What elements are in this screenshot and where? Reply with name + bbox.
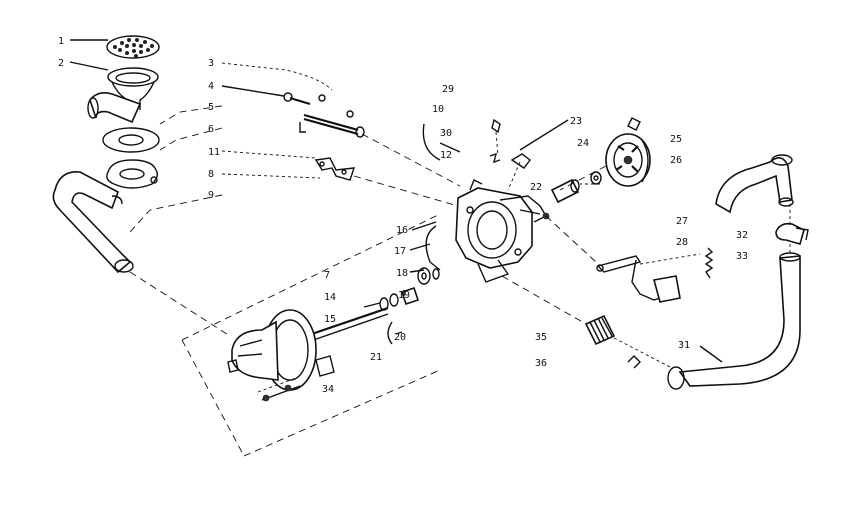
part-15-rod — [299, 306, 389, 345]
part-1-screen — [106, 35, 160, 59]
part-27-linkage-arm — [596, 255, 681, 303]
part-33-clamp — [775, 222, 809, 245]
label-28: 28 — [676, 237, 688, 248]
part-31-long-hose — [667, 252, 801, 390]
part-6-flange — [106, 159, 159, 189]
label-10: 10 — [432, 104, 444, 115]
label-32: 32 — [736, 230, 748, 241]
label-4: 4 — [208, 81, 214, 92]
label-1: 1 — [58, 36, 64, 47]
label-12: 12 — [440, 150, 452, 161]
label-6: 6 — [208, 124, 214, 135]
part-24-washer — [590, 171, 602, 185]
label-34: 34 — [322, 384, 334, 395]
label-20: 20 — [394, 332, 406, 343]
label-2: 2 — [58, 58, 64, 69]
label-3: 3 — [208, 58, 214, 69]
label-30: 30 — [440, 128, 452, 139]
label-21: 21 — [370, 352, 382, 363]
elbow-tube — [87, 92, 142, 124]
carburetor-body — [455, 179, 550, 283]
label-8: 8 — [208, 169, 214, 180]
part-29-pin — [491, 118, 501, 134]
label-19: 19 — [398, 290, 410, 301]
label-27: 27 — [676, 216, 688, 227]
label-16: 16 — [396, 225, 408, 236]
label-26: 26 — [670, 155, 682, 166]
part-9-curved-hose — [52, 171, 134, 274]
part-5-gasket — [102, 127, 160, 153]
label-17: 17 — [394, 246, 406, 257]
part-32-bent-hose — [715, 154, 794, 214]
label-25: 25 — [670, 134, 682, 145]
part-23-cap — [510, 153, 531, 169]
label-7: 7 — [324, 270, 330, 281]
label-24: 24 — [577, 138, 589, 149]
part-28-spring — [704, 247, 714, 279]
part-21-clip — [387, 321, 393, 345]
part-12-spring — [489, 152, 501, 164]
part-26-coupling — [605, 133, 651, 187]
part-22-cylinder — [550, 178, 580, 204]
label-15: 15 — [324, 314, 336, 325]
label-5: 5 — [208, 102, 214, 113]
label-18: 18 — [396, 268, 408, 279]
leader-lines — [69, 39, 791, 369]
part-3-4-shaft — [283, 92, 365, 138]
label-23: 23 — [570, 116, 582, 127]
label-31: 31 — [678, 340, 690, 351]
part-36-clip — [627, 355, 641, 369]
label-36: 36 — [535, 358, 547, 369]
part-25-screw — [627, 117, 641, 131]
part-19-nut — [400, 286, 420, 306]
label-14: 14 — [324, 292, 336, 303]
part-7-diaphragm-housing — [227, 309, 335, 402]
part-35-fitting — [584, 314, 616, 346]
label-29: 29 — [442, 84, 454, 95]
callout-labels: 1 2 3 4 5 6 8 9 10 11 12 29 30 23 24 25 … — [58, 36, 748, 395]
part-17-ring — [425, 225, 441, 271]
label-33: 33 — [736, 251, 748, 262]
label-22: 22 — [530, 182, 542, 193]
label-11: 11 — [208, 147, 220, 158]
part-20-washer — [379, 293, 399, 311]
label-9: 9 — [208, 190, 214, 201]
part-18-washer — [417, 267, 440, 285]
part-2-intake-bell — [107, 67, 159, 110]
label-35: 35 — [535, 332, 547, 343]
subassembly-box — [181, 213, 441, 457]
part-11-bracket — [314, 157, 356, 181]
